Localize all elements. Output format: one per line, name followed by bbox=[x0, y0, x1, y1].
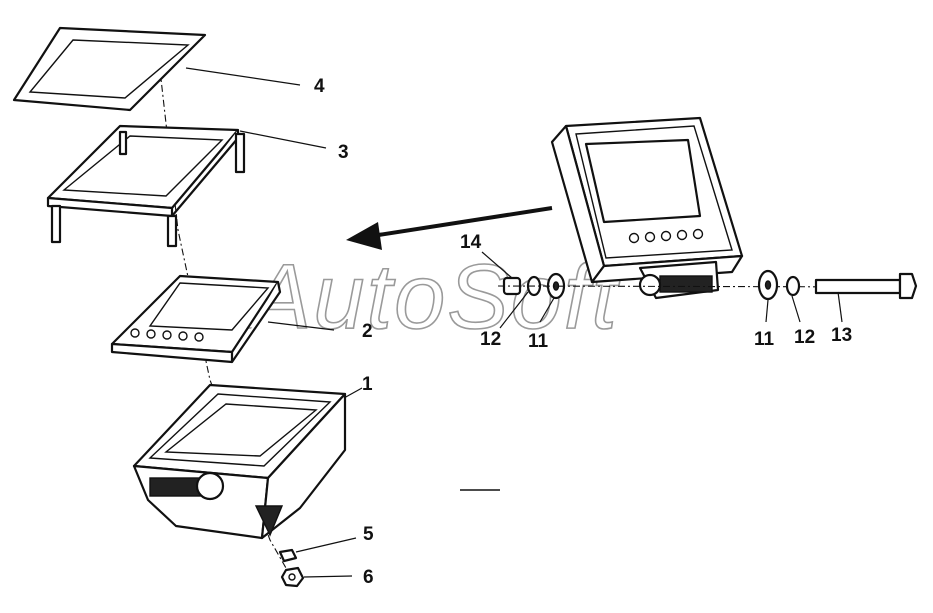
callout-2: 2 bbox=[362, 321, 373, 342]
direction-arrow bbox=[346, 206, 553, 250]
part-3-bracket bbox=[46, 124, 246, 248]
callout-6: 6 bbox=[363, 567, 374, 588]
callout-14: 14 bbox=[460, 232, 482, 253]
callout-13: 13 bbox=[831, 325, 852, 346]
part-2-display-monitor bbox=[110, 274, 282, 364]
callout-5: 5 bbox=[363, 524, 374, 545]
callout-12-right: 12 bbox=[794, 327, 815, 348]
part-6-nut bbox=[280, 566, 305, 588]
assembled-unit bbox=[550, 116, 744, 300]
callout-11-right: 11 bbox=[754, 329, 775, 350]
callout-11-left: 11 bbox=[528, 331, 549, 352]
callout-12-left: 12 bbox=[480, 329, 501, 350]
part-11-washer-right bbox=[757, 269, 779, 301]
callout-3: 3 bbox=[338, 142, 349, 163]
leader-lines bbox=[185, 67, 843, 578]
watermark-text: AutoSoft bbox=[245, 246, 620, 348]
part-5-washer bbox=[278, 548, 298, 563]
callout-4: 4 bbox=[314, 76, 325, 97]
part-13-bolt bbox=[814, 272, 918, 300]
part-1-housing bbox=[132, 383, 500, 540]
part-12-lockwasher-right bbox=[785, 275, 801, 297]
callout-1: 1 bbox=[362, 374, 373, 395]
part-4-gasket bbox=[12, 26, 207, 112]
